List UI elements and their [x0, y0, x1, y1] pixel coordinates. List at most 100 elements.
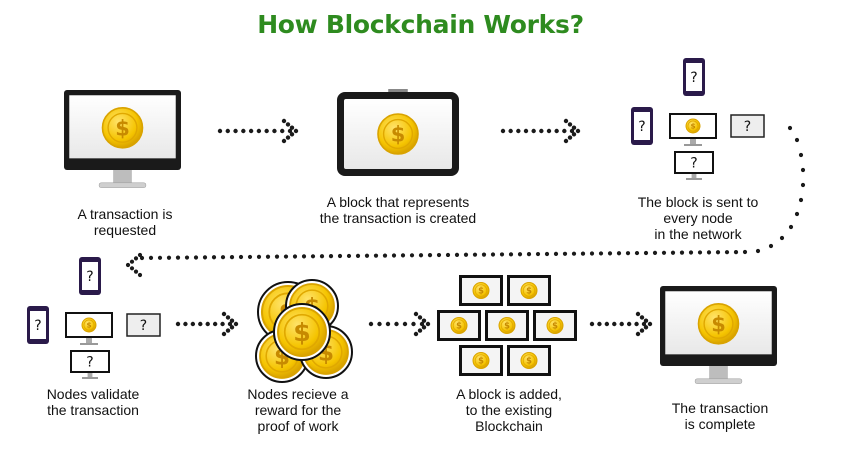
arrow-dot: [166, 255, 172, 260]
monitor-node-icon: ?: [70, 350, 110, 379]
arrow-dot: [148, 255, 154, 261]
arrow-dot: [571, 251, 577, 256]
phone-screen: [686, 63, 702, 91]
reward-coin-icon: $: [273, 303, 331, 361]
arrow-dot: [125, 262, 131, 268]
arrow-dot: [202, 255, 208, 260]
arrow-dot: [229, 325, 235, 330]
phone-screen: [634, 112, 650, 140]
coin-stack-icon: $$$$$: [255, 279, 353, 383]
arrow-dot: [490, 252, 496, 257]
arrow-dot: [133, 269, 139, 274]
arrow-dot: [546, 128, 552, 134]
coin-icon: $: [472, 282, 490, 299]
arrow-dot: [225, 128, 230, 134]
arrow-dot: [417, 315, 423, 320]
arrow-dot: [779, 235, 785, 241]
arrow-dot: [531, 128, 536, 134]
question-mark: ?: [690, 156, 697, 172]
arrow-dot: [517, 252, 523, 257]
dotted-arrow: [500, 128, 575, 134]
arrow-dot: [283, 254, 289, 259]
dotted-arrow: [589, 321, 647, 327]
arrow-dot: [597, 321, 602, 327]
network-nodes-icon: ??$??: [631, 58, 765, 180]
arrow-dot: [499, 252, 505, 257]
arrow-dot: [589, 251, 595, 256]
coin-icon: $: [520, 352, 538, 369]
arrow-dot: [647, 321, 653, 327]
arrow-dot: [346, 253, 352, 259]
diagram-title: How Blockchain Works?: [257, 10, 584, 39]
arrow-dot: [571, 132, 577, 137]
arrow-dot: [225, 328, 231, 333]
arrow-dot: [212, 321, 218, 327]
coin-dollar-symbol: $: [504, 321, 510, 331]
arrow-dot: [411, 321, 416, 327]
arrow-dot: [508, 252, 514, 257]
arrow-dot: [688, 250, 694, 255]
coin-dollar-symbol: $: [552, 321, 558, 331]
arrow-head: [281, 118, 299, 144]
arrow-dot: [427, 253, 433, 258]
monitor-stand: [694, 378, 743, 384]
step-label-6: A block is added, to the existing Blockc…: [456, 386, 562, 434]
monitor-node-icon: ?: [674, 151, 714, 180]
arrow-dot: [287, 128, 293, 134]
arrow-dot: [337, 253, 343, 259]
arrow-dot: [639, 328, 645, 333]
arrow-dot: [445, 252, 451, 258]
laptop-node-icon: ?: [126, 313, 161, 337]
block-icon: $: [533, 310, 577, 341]
arrow-dot: [137, 272, 143, 278]
coin-dollar-symbol: $: [115, 116, 130, 140]
arrow-dot: [227, 321, 233, 327]
arrow-dot: [516, 128, 521, 134]
arrow-dot: [129, 266, 135, 271]
arrow-dot: [355, 253, 361, 258]
step-label-7: The transaction is complete: [671, 400, 769, 432]
monitor-coin-icon: $: [660, 286, 777, 384]
arrow-dot: [385, 321, 391, 327]
arrow-dot: [635, 331, 641, 337]
central-monitor-icon: $: [65, 312, 113, 345]
arrow-step4-to-step5: [175, 311, 239, 337]
coin-icon: $: [277, 307, 327, 357]
arrow-dot: [233, 321, 239, 327]
arrow-dot: [184, 255, 190, 260]
arrow-dot: [280, 128, 285, 134]
arrow-dot: [137, 252, 143, 258]
arrow-dot: [619, 321, 624, 327]
coin-dollar-symbol: $: [690, 122, 695, 131]
arrow-dot: [571, 125, 577, 130]
coin-dollar-symbol: $: [526, 356, 532, 366]
arrow-dot: [285, 135, 291, 140]
block-icon: $: [437, 310, 481, 341]
arrow-dot: [500, 128, 506, 134]
arrow-dot: [794, 137, 800, 143]
arrow-dot: [643, 318, 649, 323]
coin-icon: $: [81, 317, 97, 333]
arrow-dot: [233, 128, 238, 134]
laptop-node-icon: ?: [730, 114, 765, 138]
arrow-step3-to-step4: [125, 125, 806, 278]
coin-dollar-symbol: $: [86, 321, 91, 330]
arrow-dot: [639, 315, 645, 320]
arrow-dot: [567, 135, 573, 140]
arrow-dot: [589, 321, 595, 327]
arrow-dot: [377, 321, 382, 327]
arrow-dot: [598, 251, 604, 256]
arrow-dot: [463, 252, 469, 257]
phone-node-icon: ?: [683, 58, 705, 96]
arrow-dot: [706, 250, 712, 255]
step-label-4: Nodes validate the transaction: [46, 386, 140, 418]
arrow-head: [413, 311, 431, 337]
arrow-dot: [768, 243, 774, 249]
arrow-dot: [544, 251, 550, 257]
coin-icon: $: [472, 352, 490, 369]
arrow-dot: [616, 251, 622, 256]
coin-icon: $: [450, 317, 468, 334]
arrow-dot: [175, 321, 181, 327]
arrow-dot: [264, 128, 269, 134]
